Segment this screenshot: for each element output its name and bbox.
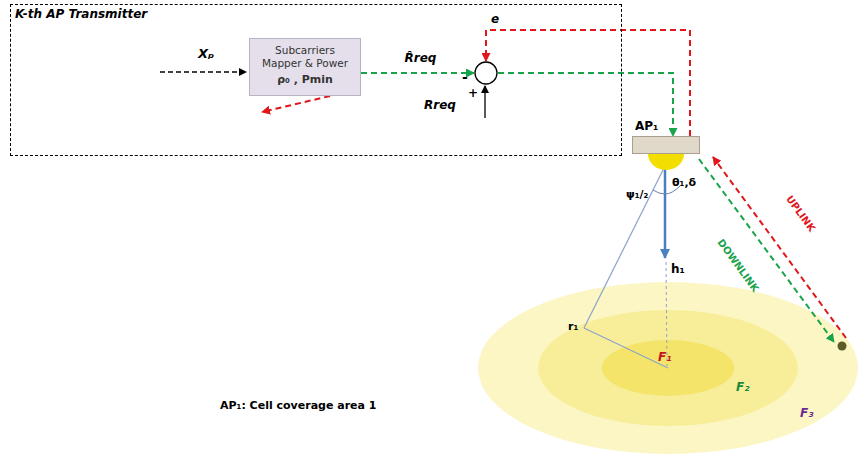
reference-arrow — [484, 86, 485, 118]
node-text: - — [462, 69, 468, 85]
uplink-line — [713, 157, 846, 338]
signal-connector — [361, 72, 474, 74]
edge-label: e — [490, 12, 500, 26]
radius-line — [584, 328, 668, 368]
ap-dome — [648, 154, 684, 170]
transmitter-group: K-th AP TransmitterSubcarriers Mapper & … — [10, 4, 622, 156]
input-arrow — [160, 71, 246, 72]
edge-label: R̂req — [404, 51, 438, 65]
zone-label: F₃ — [800, 406, 813, 420]
zone-label: F₂ — [736, 380, 749, 394]
control-arrow — [262, 96, 330, 112]
height-axis — [664, 166, 667, 258]
link-label: UPLINK — [784, 193, 817, 233]
node-text: Subcarriers Mapper & Power — [254, 44, 356, 70]
angle-label: ψ₁/₂ — [626, 188, 648, 201]
angle-label: θ₁,δ — [672, 176, 696, 189]
junction-outline — [474, 61, 498, 85]
cone-edge — [584, 166, 665, 328]
link-label: DOWNLINK — [715, 237, 761, 294]
angle-arc — [653, 190, 665, 194]
zone-label: F₁ — [658, 350, 671, 364]
height-label: h₁ — [671, 262, 685, 276]
mapper-box: Subcarriers Mapper & Power ρ₀ , Pmin — [249, 38, 361, 96]
signal-name: Xₚ — [198, 46, 214, 61]
signal-name: Rreq — [424, 98, 456, 112]
signal-connector — [486, 30, 690, 136]
coverage-ring — [538, 310, 798, 426]
downlink-line — [699, 159, 834, 342]
user-dot — [838, 342, 847, 351]
node-text: AP₁ — [635, 119, 658, 133]
node-text: ρ₀ , Pmin — [254, 73, 356, 86]
node-text: + — [468, 86, 478, 100]
signal-connector — [498, 73, 673, 136]
access-point: AP₁ — [632, 136, 700, 154]
coverage-ring — [478, 282, 858, 454]
area-caption: AP₁: Cell coverage area 1 — [220, 399, 376, 412]
node-text: K-th AP Transmitter — [15, 7, 147, 21]
radius-label: r₁ — [568, 320, 578, 333]
summing-junction: -+ — [474, 61, 498, 85]
